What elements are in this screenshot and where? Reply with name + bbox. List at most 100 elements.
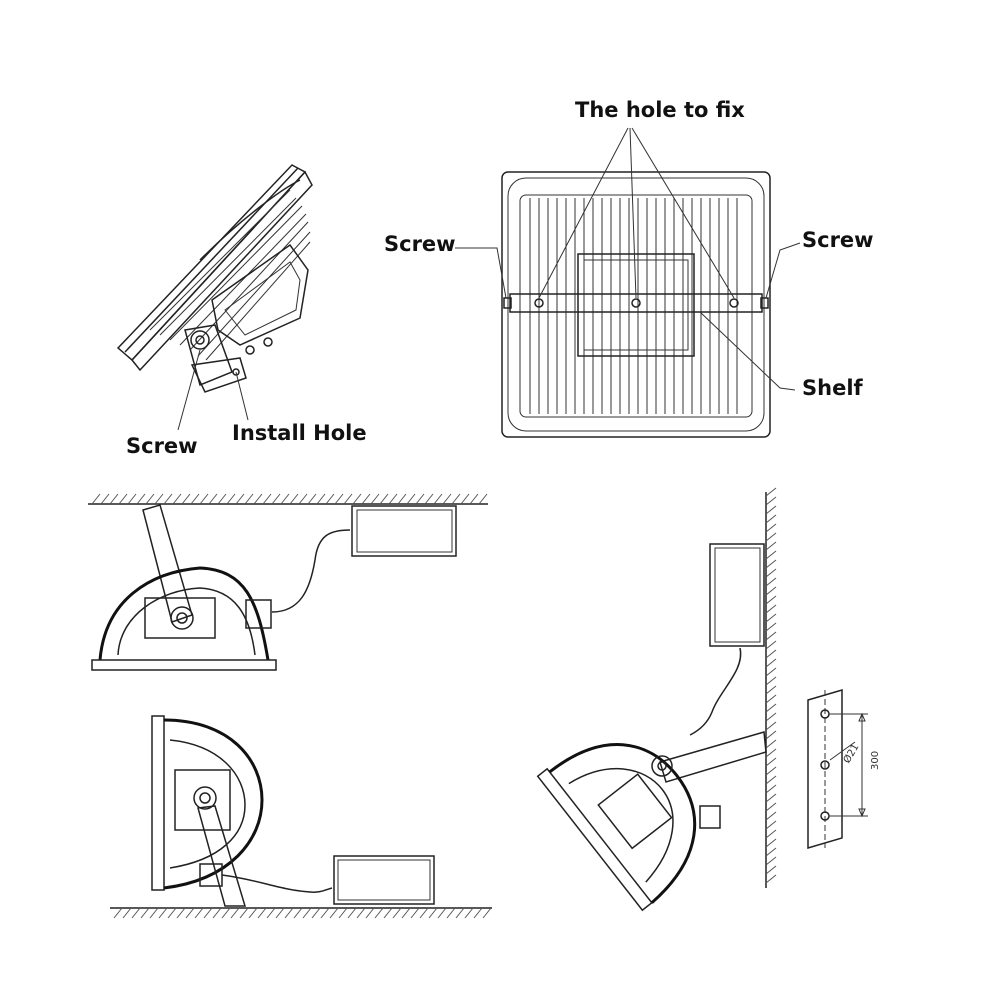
- ceiling-mount-view: [88, 493, 488, 671]
- ceiling-hatch: [190, 493, 200, 505]
- wall-mount-view: [536, 487, 777, 912]
- wall-hatch: [765, 550, 777, 560]
- ceiling-hatch: [154, 493, 164, 505]
- floor-hatch: [275, 907, 285, 919]
- floor-hatch: [212, 907, 222, 919]
- ceiling-hatch: [289, 493, 299, 505]
- wall-hatch: [765, 811, 777, 821]
- ceiling-hatch: [226, 493, 236, 505]
- floor-hatch: [122, 907, 132, 919]
- wall-hatch: [765, 640, 777, 650]
- wall-hatch: [765, 847, 777, 857]
- ceiling-hatch: [361, 493, 371, 505]
- wall-hatch: [765, 874, 777, 884]
- wall-hatch: [765, 523, 777, 533]
- floor-hatch: [266, 907, 276, 919]
- floor-hatch: [248, 907, 258, 919]
- wall-hatch: [765, 730, 777, 740]
- floor-hatch: [221, 907, 231, 919]
- label-screw-side: Screw: [126, 434, 198, 458]
- wall-hatch: [765, 586, 777, 596]
- floor-hatch: [113, 907, 123, 919]
- wall-hatch: [765, 649, 777, 659]
- ceiling-hatch: [100, 493, 110, 505]
- wall-hatch: [765, 487, 777, 497]
- spacing-label: 300: [870, 751, 881, 770]
- ceiling-hatch: [478, 493, 488, 505]
- ceiling-hatch: [199, 493, 209, 505]
- ceiling-hatch: [325, 493, 335, 505]
- floor-hatch: [131, 907, 141, 919]
- floor-hatch: [167, 907, 177, 919]
- floor-hatch: [401, 907, 411, 919]
- ceiling-hatch: [262, 493, 272, 505]
- label-install-hole: Install Hole: [232, 421, 367, 445]
- wall-hatch: [765, 757, 777, 767]
- wall-hatch: [765, 820, 777, 830]
- ceiling-hatch: [91, 493, 101, 505]
- floor-hatch: [356, 907, 366, 919]
- floor-hatch: [158, 907, 168, 919]
- wall-hatch: [765, 856, 777, 866]
- ceiling-hatch: [388, 493, 398, 505]
- floor-hatch: [293, 907, 303, 919]
- floor-hatch: [374, 907, 384, 919]
- ceiling-hatch: [451, 493, 461, 505]
- floor-hatch: [329, 907, 339, 919]
- floor-hatch: [320, 907, 330, 919]
- ceiling-hatch: [442, 493, 452, 505]
- ceiling-hatch: [307, 493, 317, 505]
- ceiling-hatch: [460, 493, 470, 505]
- floor-hatch: [419, 907, 429, 919]
- ceiling-hatch: [280, 493, 290, 505]
- floor-hatch: [428, 907, 438, 919]
- floor-hatch: [410, 907, 420, 919]
- ceiling-hatch: [217, 493, 227, 505]
- wall-hatch: [765, 496, 777, 506]
- wall-hatch: [765, 613, 777, 623]
- wall-hatch: [765, 694, 777, 704]
- ceiling-hatch: [163, 493, 173, 505]
- wall-hatch: [765, 703, 777, 713]
- floor-hatch: [239, 907, 249, 919]
- ceiling-hatch: [415, 493, 425, 505]
- ceiling-hatch: [136, 493, 146, 505]
- ceiling-hatch: [235, 493, 245, 505]
- wall-hatch: [765, 685, 777, 695]
- ceiling-hatch: [433, 493, 443, 505]
- floor-hatch: [482, 907, 492, 919]
- ceiling-hatch: [424, 493, 434, 505]
- wall-hatch: [765, 802, 777, 812]
- ceiling-hatch: [181, 493, 191, 505]
- wall-hatch: [765, 505, 777, 515]
- floor-hatch: [203, 907, 213, 919]
- ceiling-hatch: [244, 493, 254, 505]
- floor-hatch: [230, 907, 240, 919]
- wall-hatch: [765, 676, 777, 686]
- label-shelf: Shelf: [802, 376, 863, 400]
- wall-hatch: [765, 748, 777, 758]
- ceiling-hatch: [271, 493, 281, 505]
- wall-hatch: [765, 622, 777, 632]
- floor-hatch: [311, 907, 321, 919]
- floor-hatch: [446, 907, 456, 919]
- wall-hatch: [765, 532, 777, 542]
- floor-hatch: [392, 907, 402, 919]
- ceiling-hatch: [406, 493, 416, 505]
- ceiling-hatch: [298, 493, 308, 505]
- wall-hatch: [765, 631, 777, 641]
- floor-hatch: [473, 907, 483, 919]
- ceiling-hatch: [109, 493, 119, 505]
- wall-hatch: [765, 775, 777, 785]
- wall-hatch: [765, 577, 777, 587]
- floor-hatch: [140, 907, 150, 919]
- ceiling-hatch: [379, 493, 389, 505]
- diameter-label: Ø21: [841, 742, 862, 766]
- wall-hatch: [765, 721, 777, 731]
- floor-hatch: [365, 907, 375, 919]
- ceiling-hatch: [397, 493, 407, 505]
- label-screw-right: Screw: [802, 228, 874, 252]
- wall-hatch: [765, 604, 777, 614]
